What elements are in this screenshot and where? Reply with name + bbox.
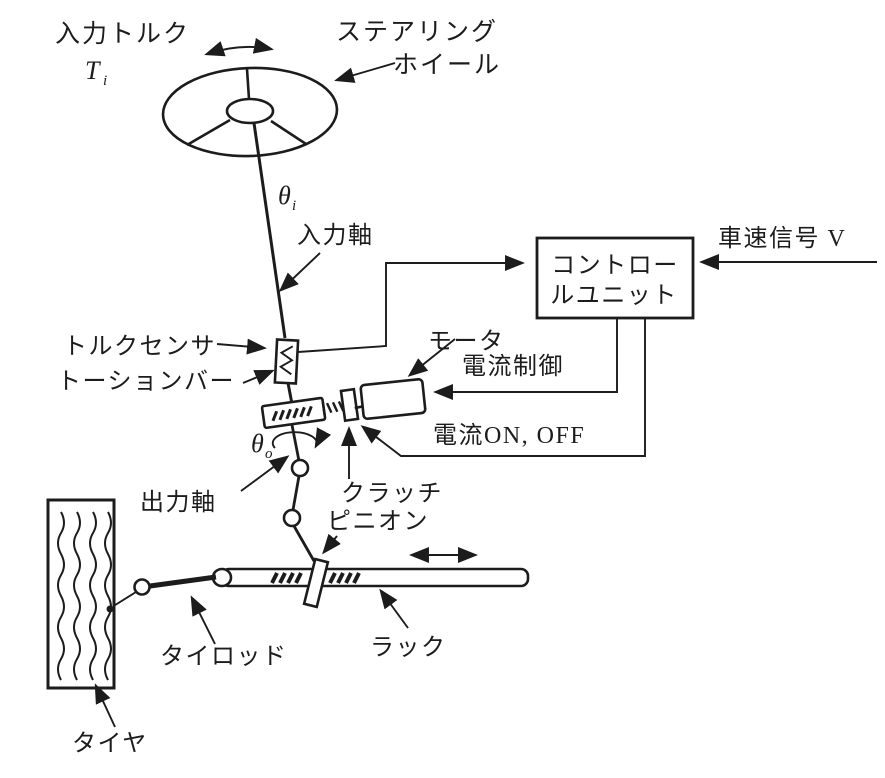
tire	[46, 498, 116, 690]
tie-rod-label: タイロッド	[160, 644, 288, 670]
input-torque-label: 入力トルク	[55, 20, 190, 48]
wheel-spoke-top	[245, 68, 251, 100]
wheel-spoke-right	[270, 119, 307, 146]
motor-body	[359, 377, 427, 421]
clutch	[339, 387, 360, 423]
rack	[211, 547, 530, 588]
tire-body	[46, 498, 116, 690]
input-shaft-leader	[278, 252, 321, 293]
control-unit-box	[535, 236, 695, 320]
screw-shaft	[321, 400, 345, 415]
sensor-signal-line	[297, 255, 525, 353]
tie-rod-bar	[149, 574, 217, 589]
worm-housing	[260, 396, 327, 430]
knuckle-arm-line	[111, 591, 137, 608]
current-on-off-label: 電流ON, OFF	[433, 422, 585, 449]
tie-rod	[111, 574, 217, 608]
universal-joint-lower	[282, 508, 302, 528]
steering-wheel	[161, 66, 339, 158]
motor-label: モータ	[428, 329, 505, 355]
steering-rotation-arrow	[204, 37, 274, 57]
tire-label: タイヤ	[72, 731, 148, 757]
pinion-label: ピニオン	[327, 509, 429, 535]
pinion-leader	[322, 533, 341, 555]
rack-teeth	[270, 572, 361, 584]
torque-sensor-leader	[216, 338, 267, 355]
input-shaft-line	[252, 122, 287, 339]
tire-tread	[57, 511, 112, 681]
output-shaft-seg3	[292, 525, 316, 562]
control-unit: コントロー ルユニット	[535, 236, 695, 320]
torque-sensor-body	[273, 338, 300, 385]
universal-joint-upper	[290, 458, 310, 478]
motor	[354, 377, 427, 421]
vehicle-speed-label: 車速信号 V	[718, 225, 846, 252]
input-torque-symbol: T	[85, 56, 101, 85]
control-unit-label-line1: コントロー	[551, 253, 679, 279]
pinion	[302, 557, 330, 609]
control-unit-label-line2: ルユニット	[550, 283, 678, 309]
rack-bar	[220, 567, 530, 588]
clutch-body	[339, 387, 360, 423]
current-on-off-line	[360, 318, 646, 457]
rack-leader	[379, 588, 409, 629]
tire-pivot-dot	[106, 605, 114, 613]
worm-gear	[260, 396, 345, 430]
theta-input-symbol: θ	[278, 181, 291, 210]
theta-output-symbol-sub: o	[265, 446, 273, 462]
output-shaft-leader	[240, 455, 290, 492]
tie-rod-leader	[190, 595, 216, 645]
rack-label: ラック	[370, 635, 447, 661]
torque-sensor	[273, 338, 300, 385]
tie-rod-ball-joint	[133, 578, 151, 596]
pinion-body	[302, 557, 330, 609]
output-rotation-arrow	[271, 427, 332, 449]
current-control-line	[433, 318, 618, 400]
torsion-bar-label: トーションバー	[57, 369, 235, 395]
output-shaft-label: 出力軸	[140, 489, 217, 516]
output-shaft-seg1	[290, 424, 301, 462]
input-shaft-label: 入力軸	[297, 222, 374, 249]
clutch-label: クラッチ	[341, 481, 443, 507]
output-shaft-seg2	[291, 475, 301, 511]
input-torque-symbol-sub: i	[103, 73, 107, 89]
output-shaft	[271, 424, 332, 562]
theta-input-symbol-sub: i	[292, 198, 296, 214]
current-control-label: 電流制御	[462, 353, 564, 380]
steering-wheel-label-line1: ステアリング	[336, 18, 498, 46]
torsion-bar-spring	[278, 345, 294, 376]
tire-leader	[94, 683, 116, 728]
steering-wheel-hub	[225, 97, 275, 125]
steering-wheel-leader	[334, 62, 396, 83]
torsion-bar-leader	[242, 369, 275, 385]
input-shaft-lower-line	[286, 382, 294, 405]
worm-hatch	[271, 405, 313, 422]
wheel-spoke-left	[186, 118, 231, 147]
motor-leader	[407, 338, 456, 377]
torque-sensor-label: トルクセンサ	[63, 334, 216, 360]
steering-wheel-label-line2: ホイール	[393, 52, 501, 79]
input-shaft	[252, 122, 294, 405]
theta-output-symbol: θ	[251, 429, 264, 458]
